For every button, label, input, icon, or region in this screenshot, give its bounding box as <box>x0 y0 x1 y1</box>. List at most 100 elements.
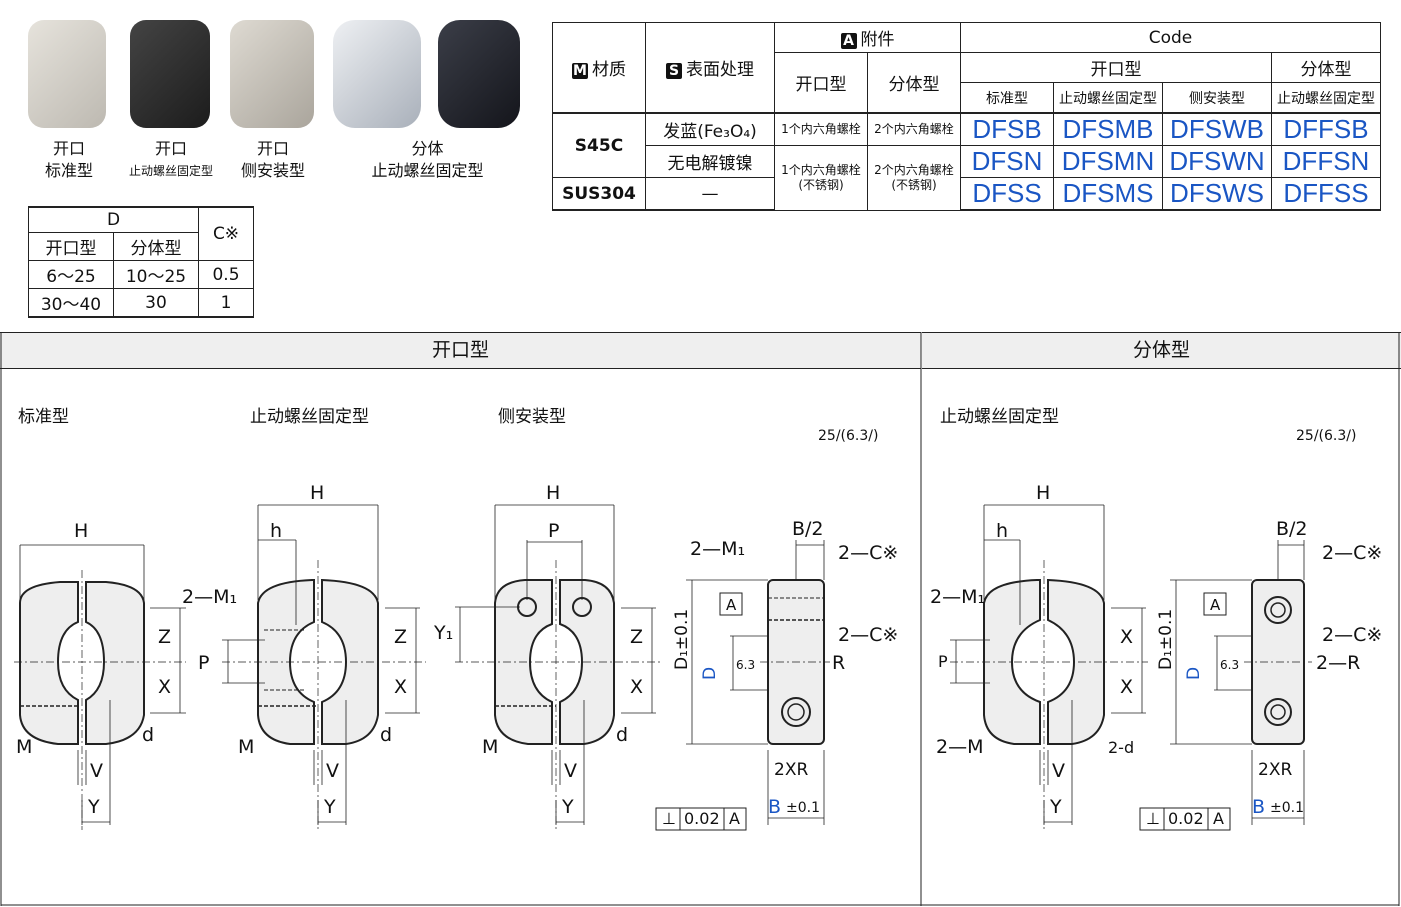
drawing-title-split: 止动螺丝固定型 <box>940 407 1059 427</box>
photo-caption-2: 开口止动螺丝固定型 <box>128 139 213 178</box>
dim-label: V <box>564 760 577 782</box>
code-dfsms[interactable]: DFSMS <box>1053 177 1163 211</box>
dim-label-d: D <box>700 666 720 680</box>
code-split-header: 分体型 <box>1271 52 1381 83</box>
chamfer-cell: 30～40 <box>28 288 114 318</box>
type-screw: 止动螺丝固定型 <box>1053 82 1163 114</box>
dim-label: M <box>482 736 499 758</box>
drawing-side-view-open <box>655 540 830 831</box>
dim-label: Z <box>158 626 172 648</box>
dim-label: h <box>270 520 283 542</box>
dim-label: H <box>546 482 561 504</box>
dim-label: M <box>238 736 255 758</box>
roughness-symbol-split: 25/(6.3/) <box>1296 428 1357 444</box>
dim-label: P <box>938 652 948 671</box>
dim-label: Y₁ <box>434 622 454 644</box>
dim-label: V <box>1052 760 1065 782</box>
type-side: 侧安装型 <box>1162 82 1272 114</box>
photo-open-screw <box>130 20 210 128</box>
datum-label: A <box>1210 596 1221 614</box>
dim-label: P <box>198 652 210 674</box>
photo-split-screw-silver <box>333 20 421 128</box>
dim-label: R <box>832 652 846 674</box>
code-header: Code <box>960 22 1381 53</box>
photo-caption-4: 分体止动螺丝固定型 <box>371 139 484 180</box>
dim-label: 2XR <box>1258 760 1293 780</box>
dim-label: Z <box>630 626 644 648</box>
acc-split-header: 分体型 <box>867 52 961 114</box>
dim-label-b: B <box>1252 796 1266 818</box>
roughness-label: 6.3 <box>1220 658 1240 672</box>
dim-label-d: D <box>1184 666 1204 680</box>
perp-datum: A <box>729 809 740 828</box>
code-dfsws[interactable]: DFSWS <box>1162 177 1272 211</box>
drawing-title-standard: 标准型 <box>18 407 69 427</box>
code-dffss[interactable]: DFFSS <box>1271 177 1381 211</box>
dim-label: d <box>616 724 629 746</box>
perp-datum: A <box>1213 809 1224 828</box>
perp-symbol: ⊥ <box>1146 809 1160 828</box>
code-dfsn[interactable]: DFSN <box>960 145 1054 178</box>
dim-label: P <box>548 520 560 542</box>
dim-label: Y <box>324 796 336 818</box>
chamfer-split-header: 分体型 <box>113 232 199 261</box>
dim-label-b: B <box>768 796 782 818</box>
dim-label: H <box>1036 482 1051 504</box>
drawing-standard <box>14 544 186 830</box>
dim-label-b-tol: ±0.1 <box>786 800 820 816</box>
photo-caption-1: 开口标准型 <box>44 139 93 180</box>
dim-label: 2—M₁ <box>930 586 986 608</box>
section-split-header: 分体型 <box>922 332 1401 369</box>
material-sus304: SUS304 <box>552 177 646 211</box>
surface-blue: 发蓝(Fe₃O₄) <box>645 112 775 146</box>
dim-label: V <box>326 760 339 782</box>
dim-label: 2—M₁ <box>690 538 746 560</box>
dim-label: 2—M₁ <box>182 586 238 608</box>
dim-label: 2—M <box>936 736 984 758</box>
dim-label: 2—C※ <box>1322 624 1383 646</box>
roughness-label: 6.3 <box>736 658 756 672</box>
code-dffsn[interactable]: DFFSN <box>1271 145 1381 178</box>
dim-label: 2-d <box>1108 738 1135 757</box>
section-open-header: 开口型 <box>0 332 921 369</box>
chamfer-open-header: 开口型 <box>28 232 114 261</box>
drawing-title-screw: 止动螺丝固定型 <box>250 407 369 427</box>
acc-split-2: 2个内六角螺栓 (不锈钢) <box>867 145 961 211</box>
dim-label: X <box>1120 676 1134 698</box>
dim-label-b-tol: ±0.1 <box>1270 800 1304 816</box>
dim-label-d1: D₁±0.1 <box>1156 608 1176 670</box>
drawing-title-side: 侧安装型 <box>498 407 566 427</box>
chamfer-cell: 30 <box>113 288 199 318</box>
code-dfsmn[interactable]: DFSMN <box>1053 145 1163 178</box>
perp-value: 0.02 <box>684 809 720 828</box>
surface-none: — <box>645 177 775 211</box>
dim-label: 2—C※ <box>1322 542 1383 564</box>
chamfer-cell: 0.5 <box>198 260 254 289</box>
dim-label: H <box>74 520 89 542</box>
type-split-screw: 止动螺丝固定型 <box>1271 82 1381 114</box>
code-dfsmb[interactable]: DFSMB <box>1053 112 1163 146</box>
dim-label: X <box>1120 626 1134 648</box>
chamfer-cell: 1 <box>198 288 254 318</box>
dim-label: Z <box>394 626 408 648</box>
dim-label: H <box>310 482 325 504</box>
photo-split-screw-black <box>438 20 520 128</box>
acc-open-1: 1个内六角螺栓 <box>774 112 868 146</box>
dim-label: 2—C※ <box>838 624 899 646</box>
dim-label: X <box>394 676 408 698</box>
dim-label: Y <box>1050 796 1062 818</box>
drawing-screw <box>222 504 426 830</box>
dim-label: X <box>158 676 172 698</box>
perp-symbol: ⊥ <box>662 809 676 828</box>
dim-label: d <box>142 724 155 746</box>
dim-label-d1: D₁±0.1 <box>672 608 692 670</box>
dim-label: Y <box>562 796 574 818</box>
dim-label: d <box>380 724 393 746</box>
dim-label: B/2 <box>1276 518 1308 540</box>
dim-label: B/2 <box>792 518 824 540</box>
code-dfss[interactable]: DFSS <box>960 177 1054 211</box>
dim-label: Y <box>88 796 100 818</box>
